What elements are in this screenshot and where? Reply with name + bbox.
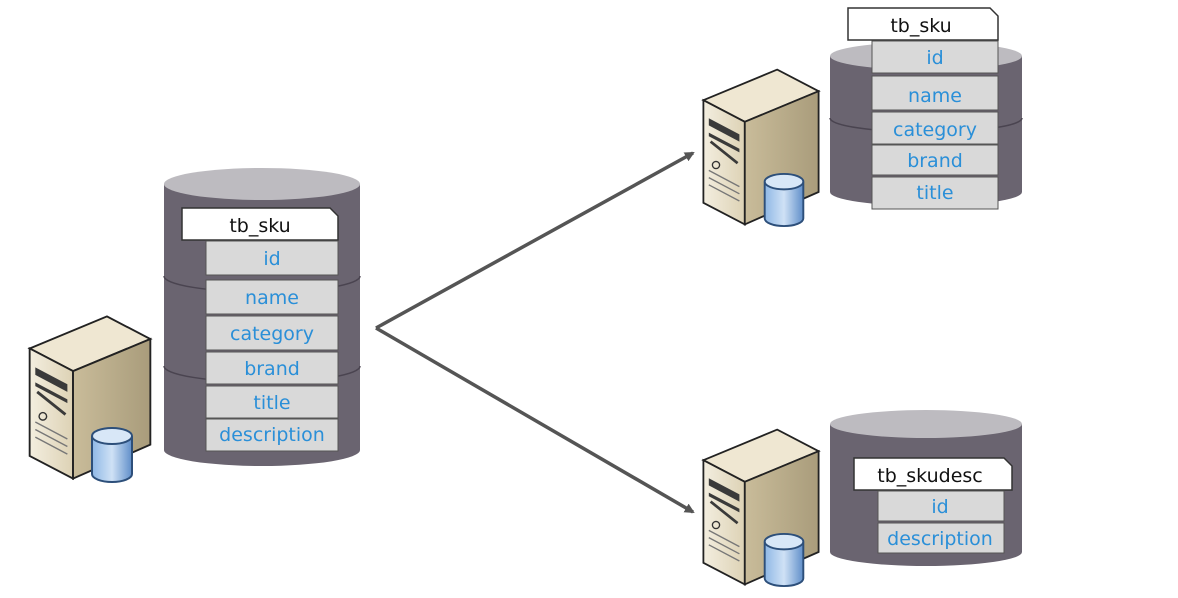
table-title-box (847, 7, 999, 41)
table-title: tb_skudesc (877, 465, 982, 487)
row-label: name (908, 85, 962, 107)
table-row (871, 40, 999, 74)
row-label: id (931, 496, 948, 518)
row-label: category (893, 119, 977, 141)
table-rows: id name category brand title (871, 40, 999, 210)
table-row (877, 490, 1005, 522)
row-label: title (253, 392, 290, 414)
table-title: tb_sku (229, 215, 290, 237)
table-rows: id description (877, 490, 1005, 554)
table-row (205, 240, 339, 276)
database-icon (91, 427, 133, 483)
arrow-icon (375, 326, 695, 514)
table-row (871, 111, 999, 145)
row-label: id (926, 47, 943, 69)
row-label: title (916, 182, 953, 204)
table-title-box (181, 207, 339, 241)
table-title: tb_sku (890, 15, 951, 37)
database-icon (763, 172, 805, 228)
row-label: description (219, 424, 325, 446)
target-database-2: tb_skudesc id description (702, 410, 1022, 588)
table-row (205, 315, 339, 351)
table-row (205, 385, 339, 419)
table-row (877, 522, 1005, 554)
table-rows: id name category brand title description (205, 240, 339, 452)
row-label: category (230, 323, 314, 345)
row-label: name (245, 287, 299, 309)
arrows (375, 151, 695, 514)
row-label: id (263, 248, 280, 270)
table-row (205, 351, 339, 385)
row-label: description (887, 528, 993, 550)
source-database: tb_sku id name category brand title desc… (28, 168, 361, 483)
table-title-box (853, 457, 1013, 491)
arrow-icon (375, 151, 695, 330)
table-row (871, 75, 999, 111)
table-row (871, 144, 999, 176)
row-label: brand (907, 150, 963, 172)
target-database-1: tb_sku id name category brand title (702, 7, 1023, 228)
table-row (205, 418, 339, 452)
row-label: brand (244, 358, 300, 380)
table-row (205, 279, 339, 315)
table-row (871, 176, 999, 210)
database-icon (763, 532, 805, 588)
